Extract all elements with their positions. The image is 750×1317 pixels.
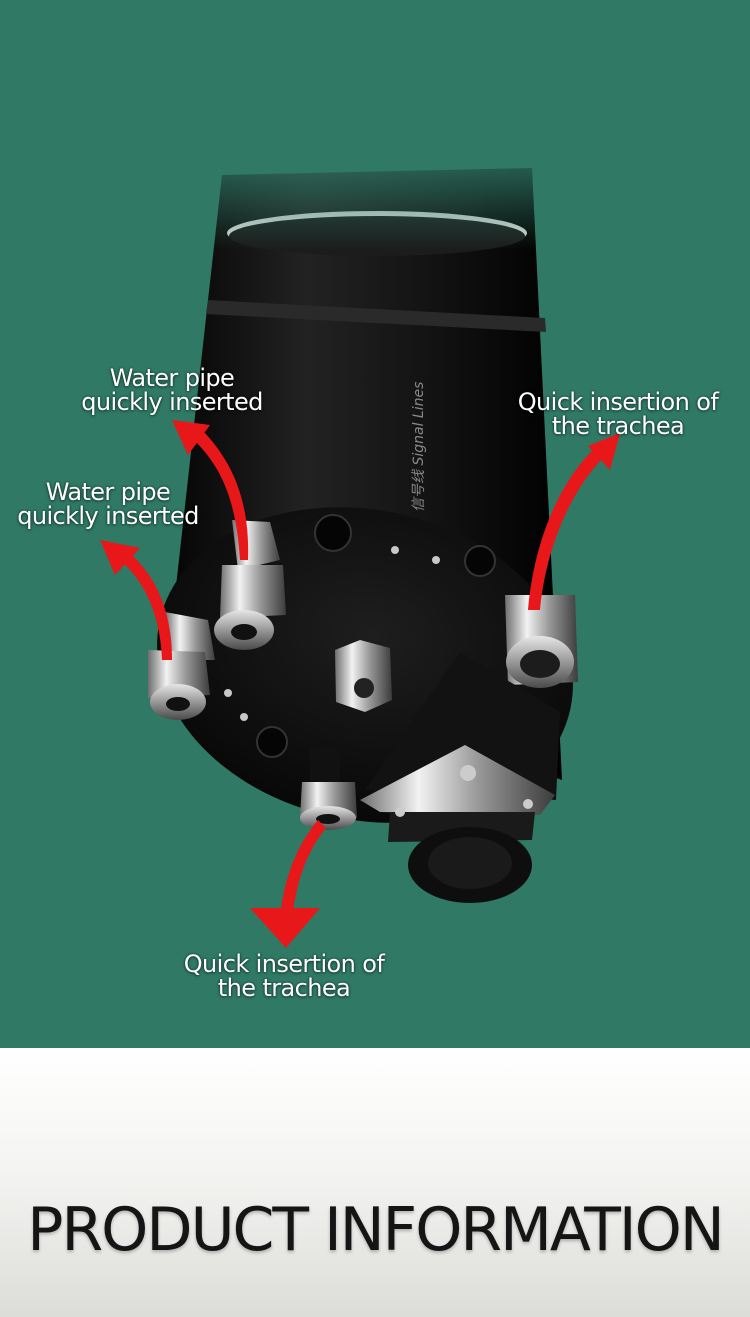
arrow-trachea-bottom xyxy=(250,820,326,948)
signal-lines-label: 信号线 Signal Lines xyxy=(411,382,427,512)
signal-connector xyxy=(360,652,560,903)
air-fitting-bottom xyxy=(300,748,357,830)
arrow-trachea-right xyxy=(528,433,620,610)
air-fitting-right xyxy=(505,595,578,688)
water-pipe-fitting-lower xyxy=(148,612,215,720)
product-hero: 信号线 Signal Lines xyxy=(0,0,750,1048)
arrow-water-upper xyxy=(172,420,249,560)
arrow-water-lower xyxy=(100,540,172,660)
callout-trachea-bottom: Quick insertion of the trachea xyxy=(183,950,385,1002)
callout-water-pipe-lower: Water pipe quickly inserted xyxy=(17,478,199,530)
spindle-illustration: 信号线 Signal Lines xyxy=(100,140,620,948)
callout-trachea-right: Quick insertion of the trachea xyxy=(517,388,719,440)
product-information-banner: PRODUCT INFORMATION xyxy=(0,1048,750,1317)
section-title: PRODUCT INFORMATION xyxy=(27,1195,724,1265)
callout-arrows xyxy=(100,420,620,948)
callout-water-pipe-upper: Water pipe quickly inserted xyxy=(81,364,263,416)
